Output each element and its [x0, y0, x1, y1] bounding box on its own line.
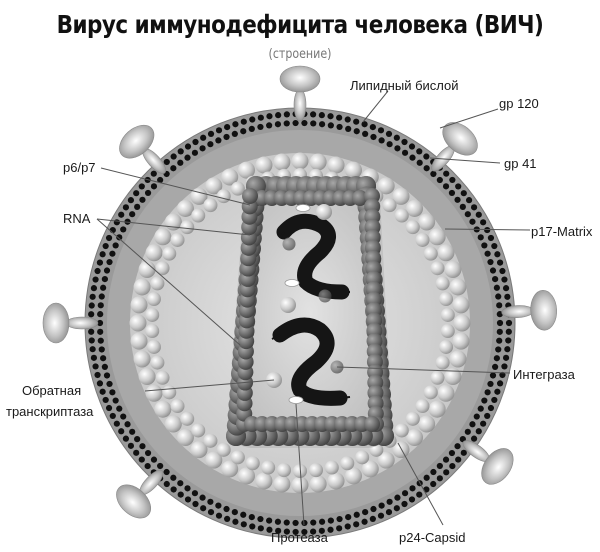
label-rna: RNA [63, 211, 91, 226]
label-gp120: gp 120 [499, 96, 539, 111]
label-p24-capsid: p24-Capsid [399, 530, 466, 545]
label-gp41: gp 41 [504, 156, 537, 171]
label-reverse-transcriptase-2: транскриптаза [6, 404, 94, 419]
label-reverse-transcriptase-1: Обратная [22, 383, 81, 398]
leader-lines [96, 90, 531, 526]
label-p6-p7: p6/p7 [63, 160, 96, 175]
rna-strands [271, 213, 351, 406]
core-enzymes [266, 204, 344, 404]
label-protease: Протеаза [271, 530, 329, 545]
page-title: Вирус иммунодефицита человека (ВИЧ) [56, 10, 544, 39]
label-p17-matrix: p17-Matrix [531, 224, 593, 239]
label-integrase: Интеграза [513, 367, 576, 382]
gp120-gp41-spikes [42, 65, 557, 519]
page-subtitle: (строение) [268, 47, 332, 62]
label-lipid-bilayer: Липидный бислой [350, 78, 459, 93]
